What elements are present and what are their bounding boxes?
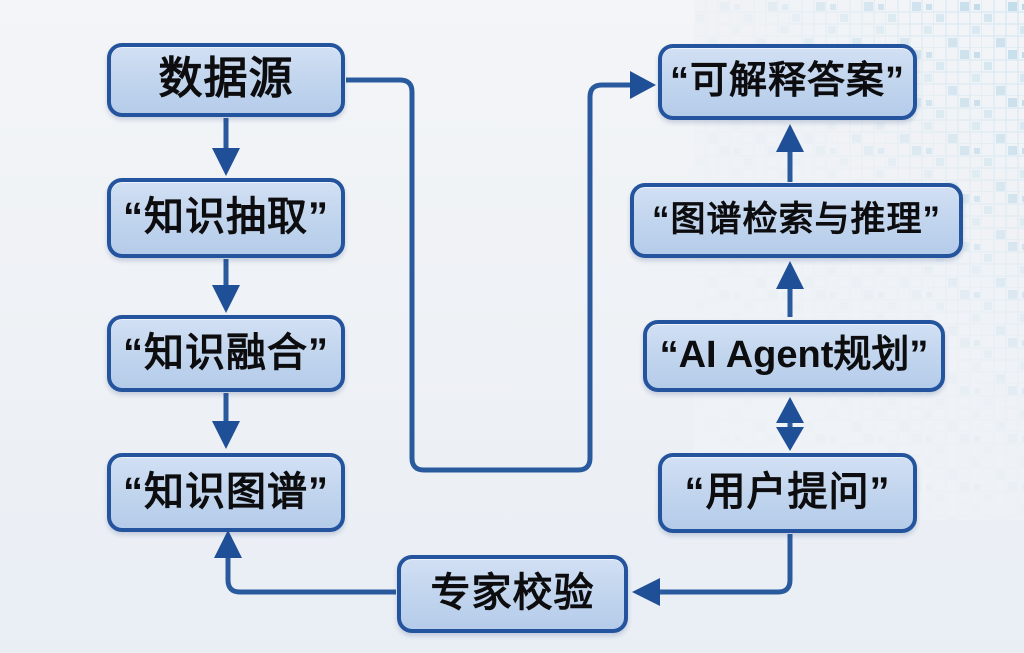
node-knowledge-extraction: “知识抽取”	[107, 178, 345, 258]
edge-ai-agent-to-graph-retrieval	[776, 261, 804, 317]
node-user-question: “用户提问”	[658, 453, 917, 533]
node-label: “图谱检索与推理”	[651, 200, 941, 239]
node-label: “AI Agent规划”	[659, 334, 929, 376]
node-explainable-answer: “可解释答案”	[658, 44, 917, 120]
node-label: “可解释答案”	[669, 60, 905, 102]
edge-graph-retrieval-to-explainable-answer	[776, 124, 804, 182]
edge-knowledge-extract-to-knowledge-fusion	[212, 259, 240, 313]
edge-data-source-to-explainable-answer	[346, 71, 656, 473]
node-ai-agent-planning: “AI Agent规划”	[643, 320, 945, 392]
node-graph-retrieval-reasoning: “图谱检索与推理”	[630, 183, 963, 258]
node-label: “知识图谱”	[123, 469, 329, 514]
node-label: “知识抽取”	[123, 195, 329, 239]
node-knowledge-fusion: “知识融合”	[107, 315, 345, 392]
node-label: 专家校验	[430, 571, 595, 615]
node-data-source: 数据源	[107, 43, 345, 117]
edge-data-source-to-knowledge-extract	[212, 118, 240, 176]
edge-expert-verify-to-knowledge-graph	[214, 530, 396, 595]
edge-user-question-to-expert-verify	[632, 534, 793, 606]
node-label: “知识融合”	[123, 330, 329, 375]
edge-knowledge-fusion-to-knowledge-graph	[212, 393, 240, 449]
node-label: 数据源	[158, 54, 294, 103]
edge-user-question-ai-agent-bidirectional	[776, 397, 804, 451]
node-knowledge-graph: “知识图谱”	[107, 453, 345, 532]
node-expert-verification: 专家校验	[397, 555, 628, 633]
node-label: “用户提问”	[684, 470, 891, 514]
